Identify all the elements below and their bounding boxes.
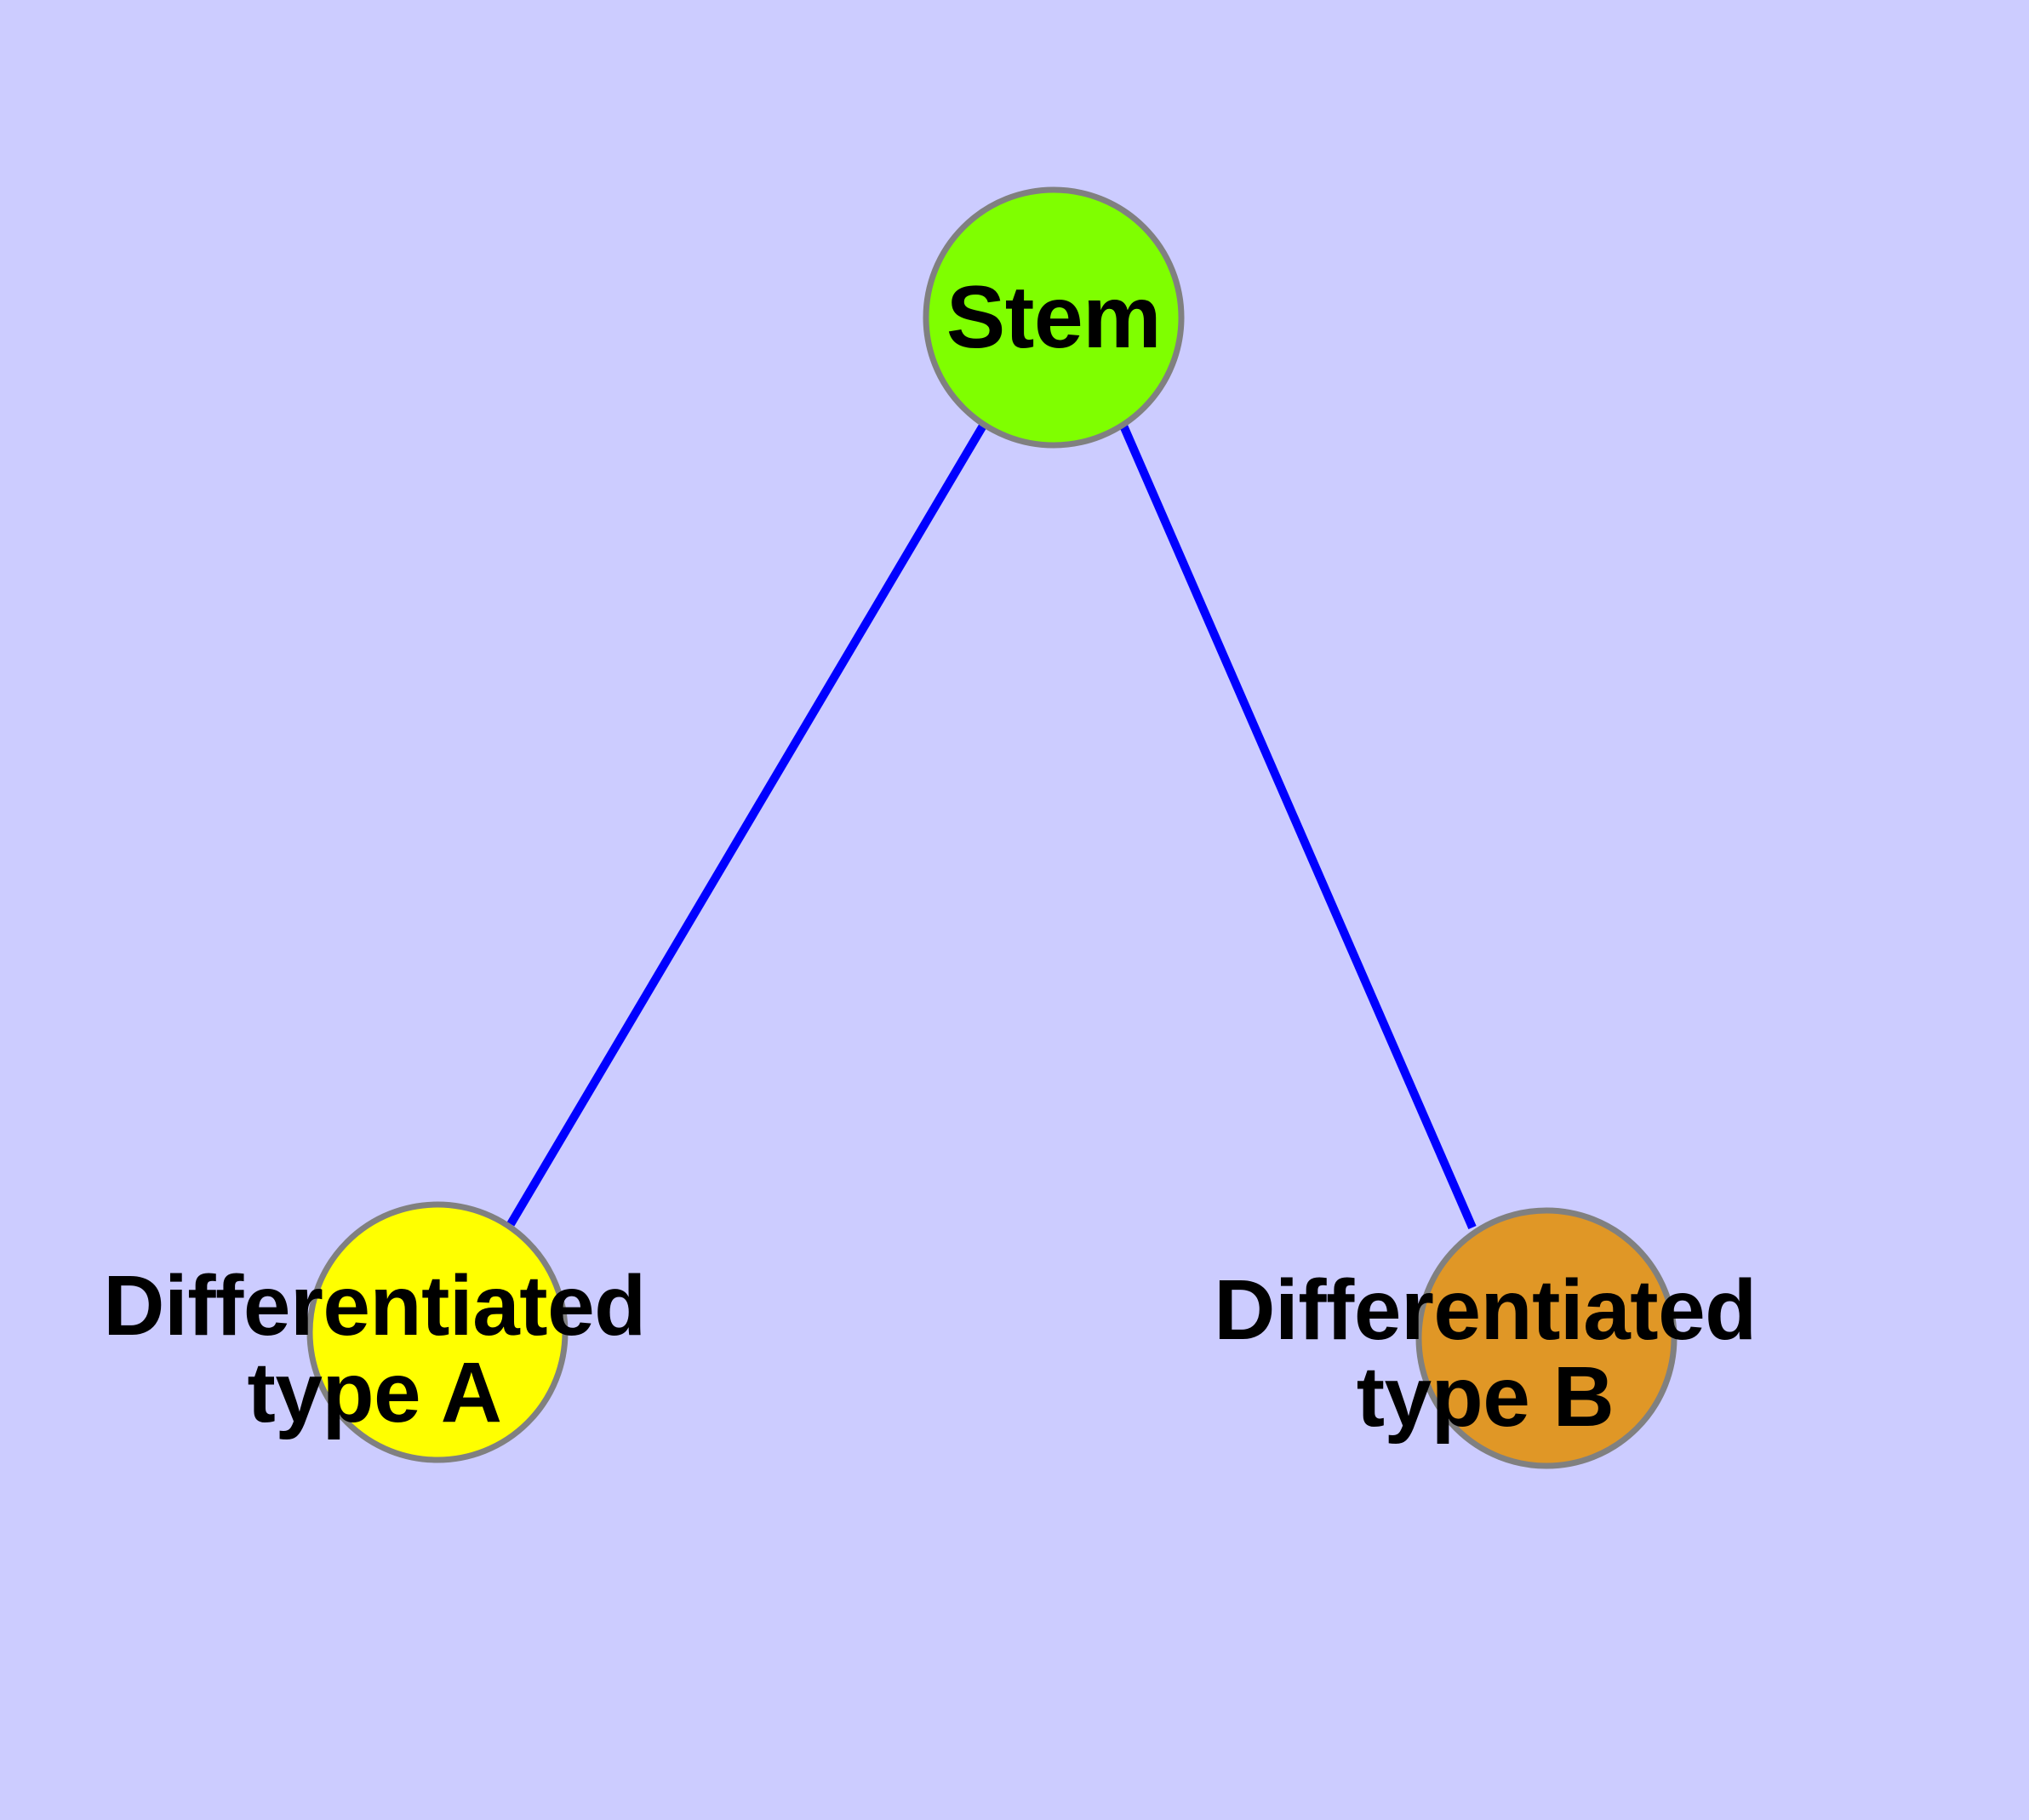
edges-layer — [506, 423, 1477, 1229]
nodes-layer — [306, 186, 1677, 1469]
node-stem[interactable] — [923, 186, 1185, 449]
node-differentiated-type-b[interactable] — [1415, 1207, 1677, 1469]
node-differentiated-type-a[interactable] — [306, 1201, 569, 1463]
edge-stem-to-differentiated-type-b — [1119, 424, 1477, 1229]
edge-stem-to-differentiated-type-a — [506, 423, 987, 1227]
